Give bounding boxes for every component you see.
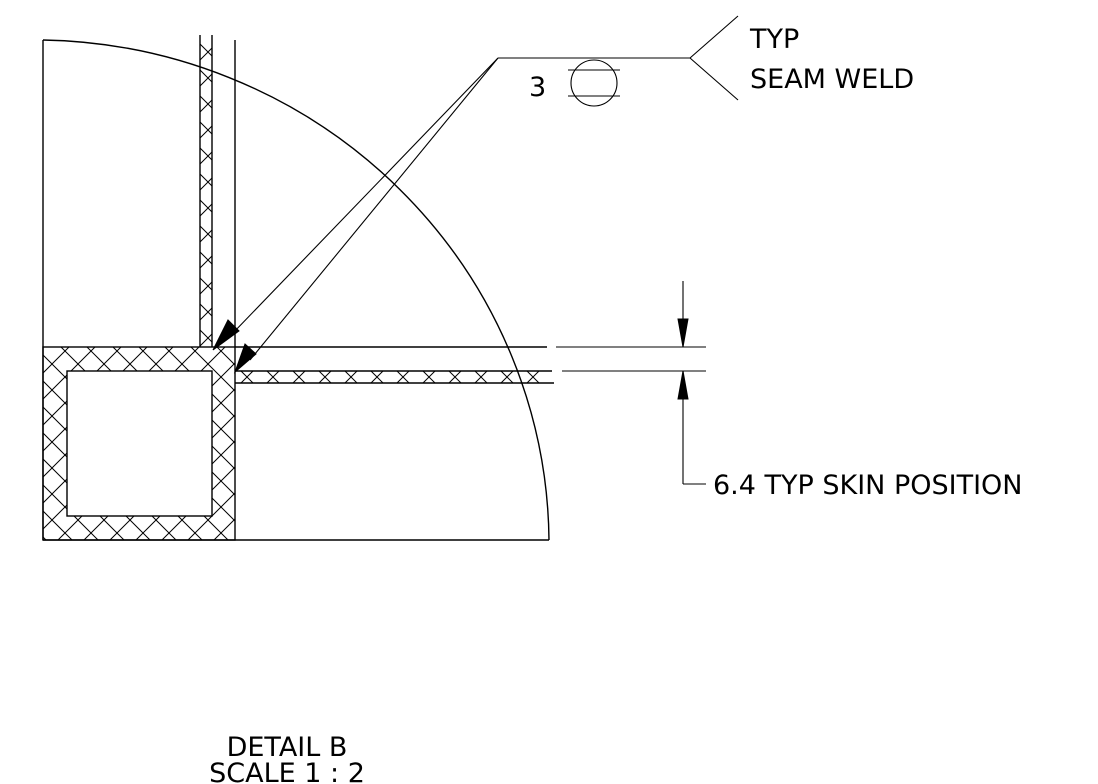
detail-scale: SCALE 1 : 2 [209,758,365,784]
weld-leader-1 [231,57,499,335]
weld-note-typ: TYP [749,24,799,55]
weld-leader-2 [249,57,499,361]
square-tube-section [42,346,236,541]
weld-callout: 3 TYP SEAM WELD [212,15,914,374]
detail-label: DETAIL B SCALE 1 : 2 [209,732,365,784]
skin-dimension: 6.4 TYP SKIN POSITION [556,281,1023,501]
dimension-label: 6.4 TYP SKIN POSITION [713,470,1023,501]
detail-title: DETAIL B [227,732,348,763]
dimension-arrow-up [677,370,689,400]
horizontal-skin [235,346,554,384]
weld-size: 3 [529,72,546,103]
section-outline [42,39,550,541]
weld-arrowhead-2 [233,343,257,374]
vertical-skin [199,35,236,347]
weld-note-seam-weld: SEAM WELD [750,64,914,95]
seam-weld-symbol-icon [568,59,620,107]
dimension-arrow-down [677,318,689,348]
weld-tail-lower [689,57,739,101]
weld-tail-upper [689,15,739,59]
weld-arrowhead-1 [212,319,240,351]
